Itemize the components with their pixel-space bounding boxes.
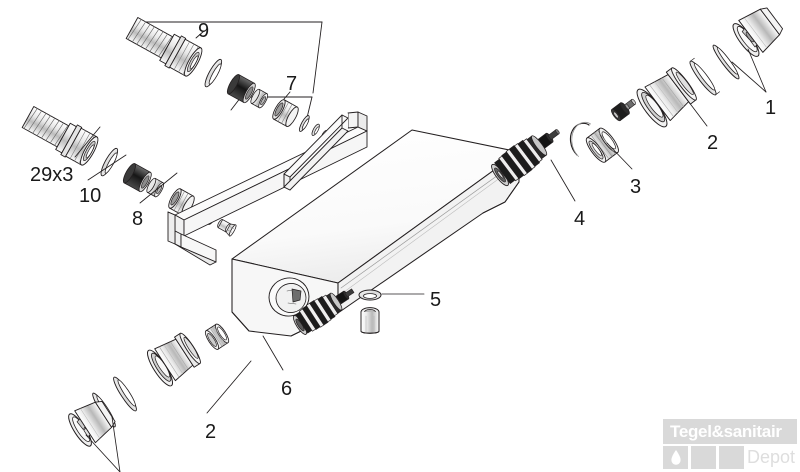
callout-10: 10 <box>79 185 102 207</box>
threaded-shank-upper <box>125 17 203 77</box>
part-5-outlet-nipple <box>360 307 380 334</box>
callout-2-top: 2 <box>707 132 719 154</box>
grub-screw-assembly <box>611 98 636 122</box>
lock-ring-top <box>689 57 720 96</box>
callout-2-bottom: 2 <box>205 421 217 443</box>
washer-upper <box>298 115 310 132</box>
small-washer-upper <box>311 123 320 136</box>
callout-3: 3 <box>630 176 642 198</box>
part-1-o-ring <box>712 44 740 80</box>
brand-name-top: Tegel&sanitair <box>670 421 782 441</box>
brand-tile-2 <box>691 446 716 469</box>
leader-lines <box>74 48 767 472</box>
lock-ring-bottom <box>113 376 137 412</box>
check-valve-upper <box>272 99 299 127</box>
part-5-o-ring <box>358 289 382 301</box>
spacer-ring-upper <box>250 88 269 109</box>
threaded-shank-lower <box>21 106 99 166</box>
callout-5: 5 <box>430 289 442 311</box>
brand-logo: Tegel&sanitair Depot <box>663 419 797 469</box>
outlet-port-recess <box>268 277 310 317</box>
part-2-top-sleeve <box>636 67 697 128</box>
callout-4: 4 <box>574 208 586 230</box>
filter-insert-lower <box>217 219 237 237</box>
seat-bushing-upper <box>226 74 256 104</box>
callout-7: 7 <box>286 73 298 95</box>
part-6-cartridge <box>292 288 355 335</box>
o-ring-29x3 <box>100 147 119 177</box>
callout-1: 1 <box>765 97 777 119</box>
callout-o-ring-size: 29x3 <box>30 164 74 186</box>
brand-name-bottom: Depot <box>747 447 796 467</box>
spacer-ring-lower <box>146 177 165 198</box>
brand-tile-3 <box>719 446 744 469</box>
mounting-rail-bracket <box>167 111 368 266</box>
brand-logo-second-row: Depot <box>663 446 797 469</box>
main-mixer-body <box>231 129 520 337</box>
brand-logo-bar: Tegel&sanitair <box>663 419 797 444</box>
c-clip-snap-ring <box>569 121 591 157</box>
callout-9: 9 <box>198 20 210 42</box>
callout-6: 6 <box>281 378 293 400</box>
part-2-bottom-sleeve <box>147 332 201 387</box>
check-valve-part-8 <box>168 188 195 216</box>
part-4-thermostatic-cartridge <box>491 129 560 187</box>
gland-ring-bottom <box>204 323 230 350</box>
seat-bushing-part-10 <box>122 163 152 193</box>
o-ring-large-upper <box>204 58 223 88</box>
assembly-9-upper <box>125 17 341 148</box>
callout-8: 8 <box>132 208 144 230</box>
water-drop-icon <box>671 450 681 465</box>
handle-cap-bottom <box>68 400 116 447</box>
part-3-gland-nut <box>585 127 619 163</box>
part-1-handle-cap <box>732 7 784 57</box>
